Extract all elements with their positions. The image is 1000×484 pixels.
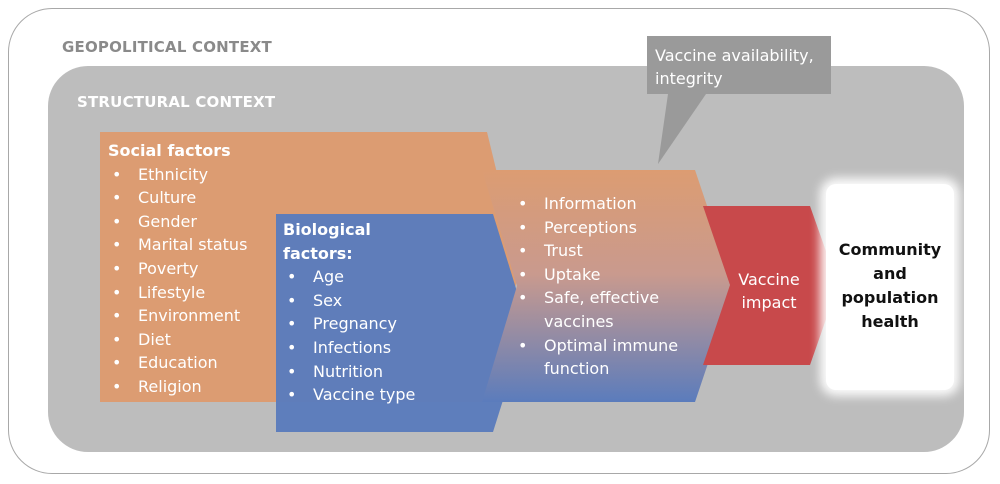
list-item: Sex: [283, 289, 483, 313]
callout-pointer: [658, 94, 706, 164]
social-factors-heading: Social factors: [108, 141, 231, 160]
list-item: Infections: [283, 336, 483, 360]
list-item: Diet: [108, 328, 288, 352]
list-item: Lifestyle: [108, 281, 288, 305]
outcome-label: Community and population health: [838, 240, 942, 331]
vaccine-impact-shape: [703, 206, 838, 365]
list-item: Trust: [514, 239, 714, 263]
list-item: Ethnicity: [108, 163, 288, 187]
list-item: Safe, effective vaccines: [514, 286, 672, 333]
list-item: Perceptions: [514, 216, 714, 240]
biological-factors-panel: Biological factors: Age Sex Pregnancy In…: [283, 218, 483, 407]
vaccine-impact-label: Vaccine impact: [738, 270, 800, 312]
biological-factors-list: Age Sex Pregnancy Infections Nutrition V…: [283, 265, 483, 407]
geopolitical-context-title: GEOPOLITICAL CONTEXT: [62, 38, 272, 56]
outcome-box: [826, 184, 954, 390]
social-factors-list: Ethnicity Culture Gender Marital status …: [108, 163, 288, 399]
intermediate-factors-list: Information Perceptions Trust Uptake Saf…: [514, 192, 714, 381]
list-item: Nutrition: [283, 360, 483, 384]
list-item: Culture: [108, 186, 288, 210]
list-item: Marital status: [108, 233, 288, 257]
callout-box: [647, 36, 831, 94]
callout-label: Vaccine availability, integrity: [655, 46, 814, 88]
list-item: Religion: [108, 375, 288, 399]
biological-factors-heading: Biological factors:: [283, 220, 371, 263]
list-item: Uptake: [514, 263, 714, 287]
list-item: Information: [514, 192, 714, 216]
list-item: Gender: [108, 210, 288, 234]
structural-context-title: STRUCTURAL CONTEXT: [77, 93, 276, 111]
list-item: Education: [108, 351, 288, 375]
list-item: Poverty: [108, 257, 288, 281]
social-factors-panel: Social factors Ethnicity Culture Gender …: [108, 139, 288, 399]
list-item: Age: [283, 265, 483, 289]
list-item: Pregnancy: [283, 312, 483, 336]
list-item: Optimal immune function: [514, 334, 684, 381]
list-item: Environment: [108, 304, 288, 328]
intermediate-factors-panel: Information Perceptions Trust Uptake Saf…: [514, 192, 714, 381]
list-item: Vaccine type: [283, 383, 483, 407]
